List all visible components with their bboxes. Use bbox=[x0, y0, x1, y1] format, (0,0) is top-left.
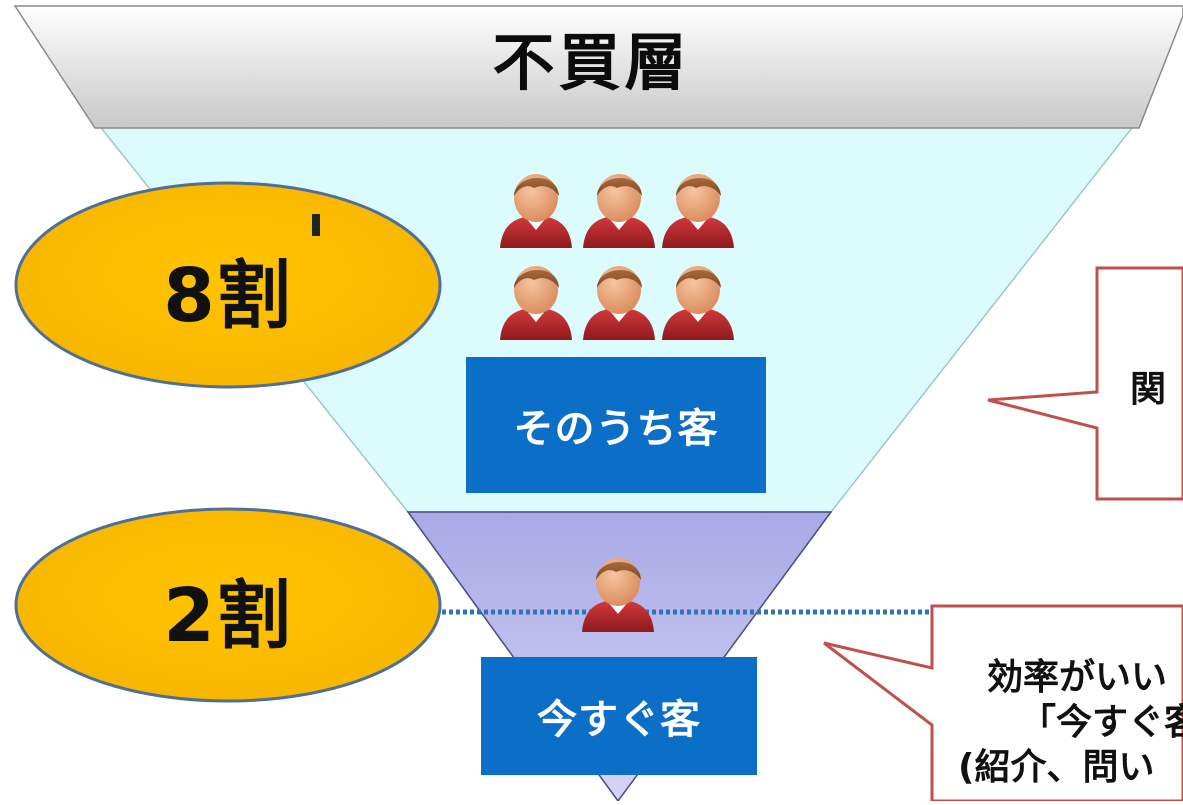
callout-upper bbox=[987, 266, 1183, 501]
share-8wari: 8割 bbox=[163, 253, 293, 339]
oval-2wari bbox=[14, 507, 442, 703]
segment-label-sonouchi: そのうち客 bbox=[466, 357, 766, 493]
top-band bbox=[13, 5, 1183, 129]
callout-lower bbox=[823, 604, 1183, 803]
callout-lower-line-2: 「今すぐ客 bbox=[1020, 702, 1183, 743]
callout-lower-line-3: (紹介、問い bbox=[958, 747, 1155, 788]
share-2wari: 2割 bbox=[163, 573, 293, 659]
top-layer-title: 不買層 bbox=[492, 26, 691, 99]
oval-8wari bbox=[14, 181, 442, 389]
funnel-lower-segment bbox=[406, 511, 833, 803]
callout-lower-line-1: 効率がいい bbox=[987, 657, 1168, 698]
callout-upper-text: 関 bbox=[1130, 369, 1167, 410]
stray-mark bbox=[312, 214, 320, 236]
segment-label-imasugu: 今すぐ客 bbox=[481, 657, 757, 775]
